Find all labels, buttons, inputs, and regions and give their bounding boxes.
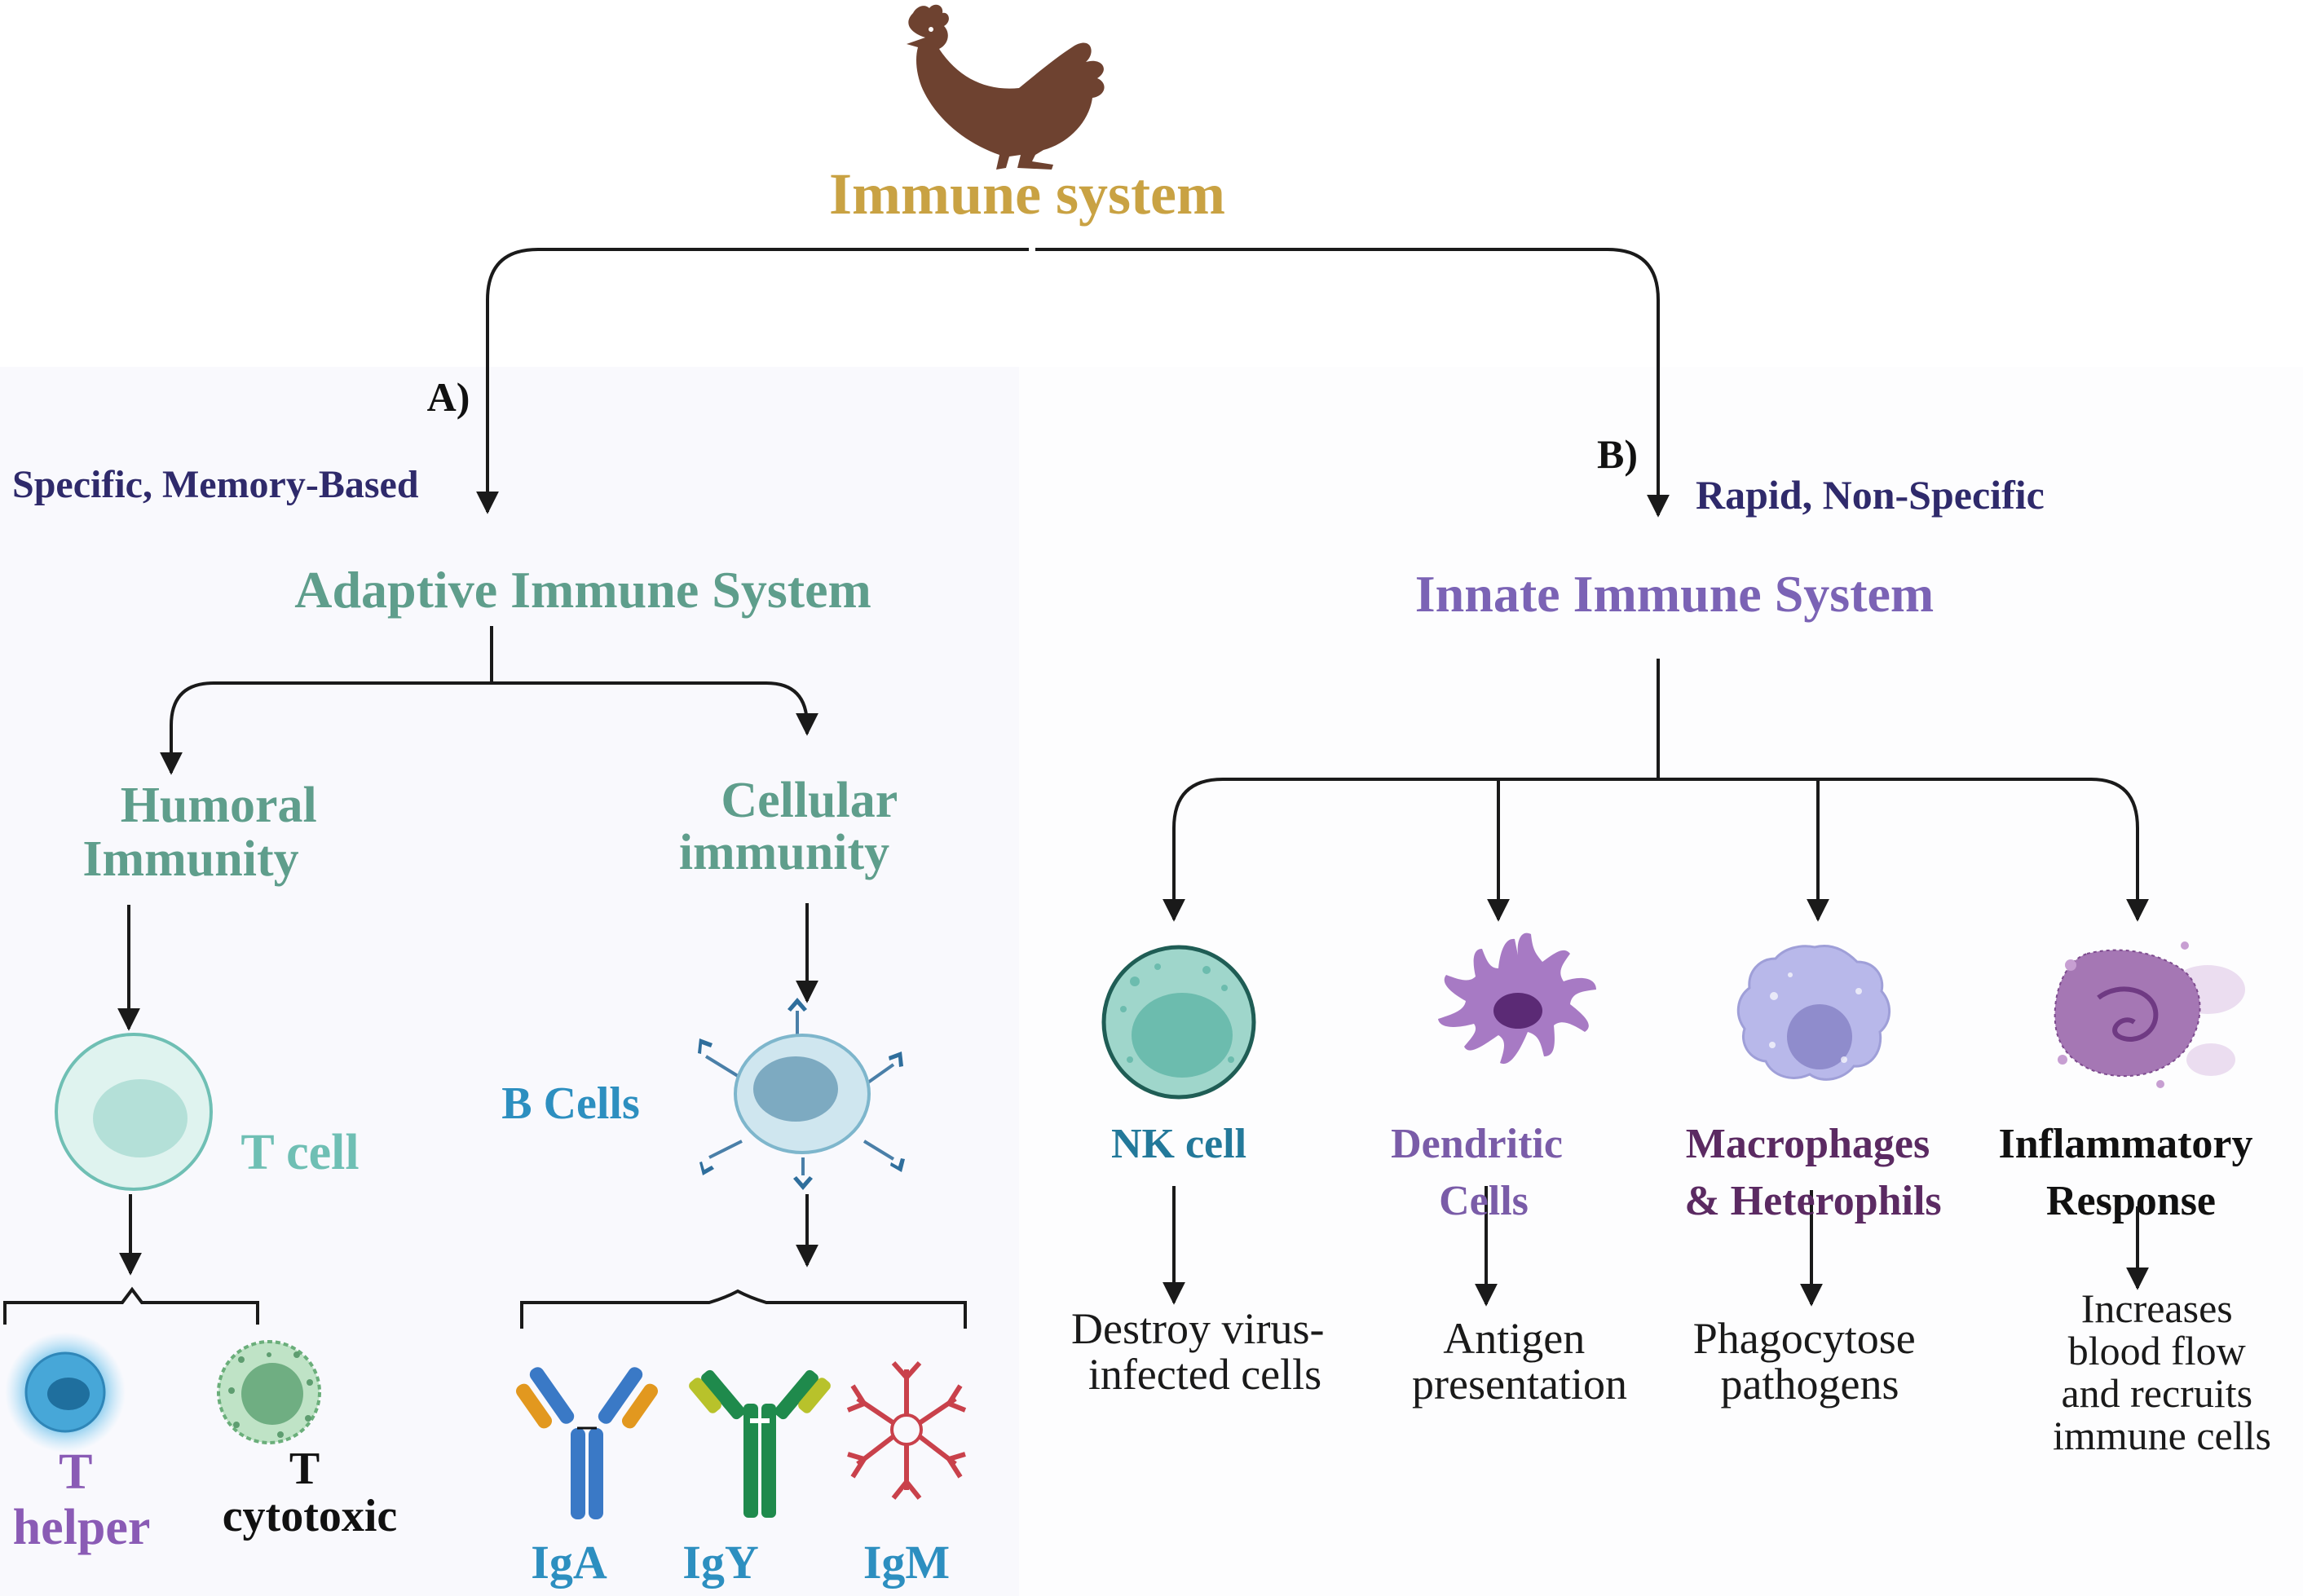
- innate-functions: Destroy virus- infected cells Antigen pr…: [1071, 1285, 2271, 1458]
- iga-label: IgA: [531, 1536, 607, 1589]
- dendritic-function-line-2: presentation: [1412, 1360, 1627, 1409]
- antibody-labels: IgA IgY IgM: [531, 1536, 950, 1589]
- dendritic-cell-name: Dendritic Cells: [1391, 1121, 1573, 1224]
- t-helper-line-1: T: [59, 1444, 92, 1500]
- adaptive-title: Adaptive Immune System: [294, 561, 871, 619]
- inflammatory-function-line-3: and recruits: [2061, 1370, 2252, 1416]
- macrophage-function-line-1: Phagocytose: [1693, 1314, 1916, 1363]
- dendritic-function: Antigen presentation: [1412, 1314, 1627, 1409]
- macrophage-name-line-1: Macrophages: [1686, 1121, 1930, 1167]
- nk-function-line-2: infected cells: [1088, 1350, 1321, 1399]
- root-connector-right: [1035, 248, 1670, 518]
- inflammatory-name-line-2: Response: [2046, 1178, 2216, 1224]
- dendritic-function-line-1: Antigen: [1443, 1314, 1585, 1363]
- immune-system-title: Immune system: [829, 161, 1225, 227]
- innate-descriptor: Rapid, Non-Specific: [1696, 472, 2045, 518]
- iga-antibody-icon: [515, 1367, 659, 1519]
- humoral-label: Humoral Immunity: [82, 778, 329, 887]
- inflammatory-function-line-1: Increases: [2081, 1285, 2233, 1331]
- inflammatory-function-line-2: blood flow: [2068, 1328, 2246, 1373]
- inflammatory-function-line-4: immune cells: [2053, 1413, 2271, 1458]
- innate-right-curve: [2090, 778, 2149, 922]
- t-helper-icon: [5, 1332, 126, 1453]
- nk-cell-name: NK cell: [1111, 1121, 1246, 1167]
- dendritic-name-line-1: Dendritic: [1391, 1121, 1563, 1167]
- t-helper-line-2: helper: [13, 1500, 151, 1555]
- macrophage-function-line-2: pathogens: [1721, 1360, 1899, 1409]
- innate-left-curve: [1163, 778, 1224, 922]
- inflammatory-response-icon: [2054, 941, 2245, 1088]
- b-cell-icon: [698, 998, 905, 1190]
- macrophage-function: Phagocytose pathogens: [1693, 1314, 1926, 1409]
- b-cells-label: B Cells: [501, 1078, 640, 1129]
- antibody-brace: [520, 1289, 967, 1329]
- nk-function-line-1: Destroy virus-: [1071, 1304, 1324, 1353]
- inflammatory-name: Inflammatory Response: [1999, 1121, 2264, 1224]
- cellular-label: Cellular immunity: [679, 773, 910, 880]
- t-cell-icon: [55, 1033, 213, 1191]
- dendritic-name-line-2: Cells: [1439, 1178, 1529, 1224]
- igy-antibody-icon: [689, 1369, 831, 1518]
- cellular-line-1: Cellular: [721, 773, 897, 828]
- cellular-line-2: immunity: [679, 825, 889, 880]
- humoral-line-1: Humoral: [121, 778, 317, 833]
- macrophage-icon: [1736, 945, 1890, 1081]
- inflammatory-function: Increases blood flow and recruits immune…: [2053, 1285, 2271, 1458]
- humoral-line-2: Immunity: [82, 831, 298, 887]
- adaptive-panel: [0, 367, 1019, 1596]
- innate-cell-names: NK cell Dendritic Cells Macrophages & He…: [1111, 1121, 2264, 1224]
- macrophage-name: Macrophages & Heterophils: [1684, 1121, 1941, 1224]
- adaptive-right-connector: [492, 681, 818, 736]
- t-cell-brace: [3, 1286, 259, 1325]
- nk-function: Destroy virus- infected cells: [1071, 1304, 1335, 1399]
- igm-label: IgM: [863, 1536, 950, 1589]
- branch-b-label: B): [1597, 431, 1638, 477]
- t-cytotoxic-label: T cytotoxic: [223, 1444, 398, 1541]
- igy-label: IgY: [682, 1536, 758, 1589]
- t-helper-label: T helper: [13, 1444, 151, 1555]
- root-connector: [476, 248, 1029, 514]
- t-cytotoxic-icon: [217, 1340, 321, 1444]
- branch-a-label: A): [427, 374, 470, 420]
- igm-antibody-icon: [846, 1361, 967, 1500]
- nk-cell-name-line-1: NK cell: [1111, 1121, 1246, 1167]
- adaptive-left-connector: [160, 681, 492, 775]
- inflammatory-name-line-1: Inflammatory: [1999, 1121, 2253, 1167]
- t-cell-label: T cell: [240, 1125, 359, 1180]
- adaptive-descriptor: Specific, Memory-Based: [12, 463, 419, 506]
- nk-cell-icon: [1101, 945, 1256, 1100]
- dendritic-cell-icon: [1438, 932, 1596, 1065]
- t-cytotoxic-line-2: cytotoxic: [223, 1491, 398, 1541]
- innate-title: Innate Immune System: [1415, 565, 1934, 623]
- macrophage-name-line-2: & Heterophils: [1684, 1178, 1941, 1224]
- chicken-icon: [907, 4, 1105, 170]
- connectors: [3, 248, 2149, 1329]
- t-cytotoxic-line-1: T: [289, 1444, 320, 1494]
